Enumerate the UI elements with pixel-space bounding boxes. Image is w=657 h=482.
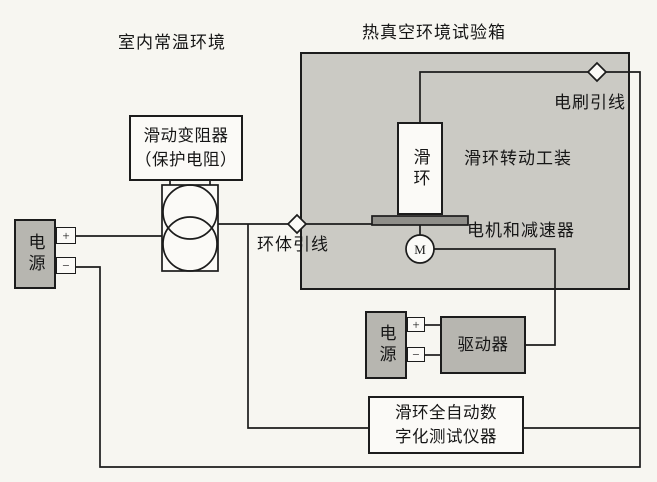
brush-lead-wire — [76, 71, 641, 468]
motor-letter: M — [414, 242, 426, 257]
minus-sign: − — [412, 347, 420, 362]
motor-reducer-label: 电机和减速器 — [467, 221, 575, 240]
power-bottom-minus-terminal: − — [407, 347, 425, 362]
rheostat-label-line1: 滑动变阻器 — [143, 126, 229, 146]
power-left-plus-terminal: + — [56, 227, 76, 244]
power-supply-left-label: 电源 — [25, 233, 45, 275]
vacuum-chamber-box — [300, 52, 630, 290]
room-environment-label: 室内常温环境 — [118, 33, 226, 52]
slip-ring-label: 滑环 — [410, 147, 430, 190]
minus-sign: − — [62, 258, 70, 273]
motor-to-driver-wire — [434, 248, 556, 346]
rheostat-symbol-body — [161, 184, 219, 272]
ring-to-tester-wire — [247, 224, 368, 429]
ring-lead-label: 环体引线 — [257, 235, 329, 254]
power-supply-bottom-box: 电源 — [365, 311, 407, 379]
power-supply-left-box: 电源 — [14, 219, 56, 289]
tester-label-line1: 滑环全自动数 — [395, 403, 497, 423]
rheostat-coil-top — [162, 184, 218, 240]
fixture-platform — [371, 215, 469, 226]
brush-lead-label: 电刷引线 — [554, 93, 626, 112]
slip-ring-box: 滑环 — [397, 122, 443, 215]
power-supply-bottom-label: 电源 — [376, 324, 396, 366]
rheostat-label-line2: （保护电阻） — [135, 150, 237, 169]
fixture-label: 滑环转动工装 — [464, 149, 572, 168]
brush-lead-connector-diamond-icon — [586, 61, 608, 83]
motor-symbol — [405, 234, 435, 264]
driver-label: 驱动器 — [457, 335, 509, 355]
power-left-minus-terminal: − — [56, 257, 76, 274]
rheostat-label-box: 滑动变阻器 （保护电阻） — [129, 115, 243, 181]
ring-lead-connector-diamond-icon — [286, 213, 308, 235]
power-bottom-plus-terminal: + — [407, 317, 425, 332]
rheostat-coil-bottom — [162, 216, 218, 272]
chamber-title-label: 热真空环境试验箱 — [362, 23, 506, 42]
plus-sign: + — [62, 228, 70, 243]
tester-box: 滑环全自动数 字化测试仪器 — [368, 396, 524, 454]
plus-sign: + — [412, 317, 420, 332]
tester-label-line2: 字化测试仪器 — [395, 427, 497, 446]
driver-box: 驱动器 — [440, 316, 526, 374]
